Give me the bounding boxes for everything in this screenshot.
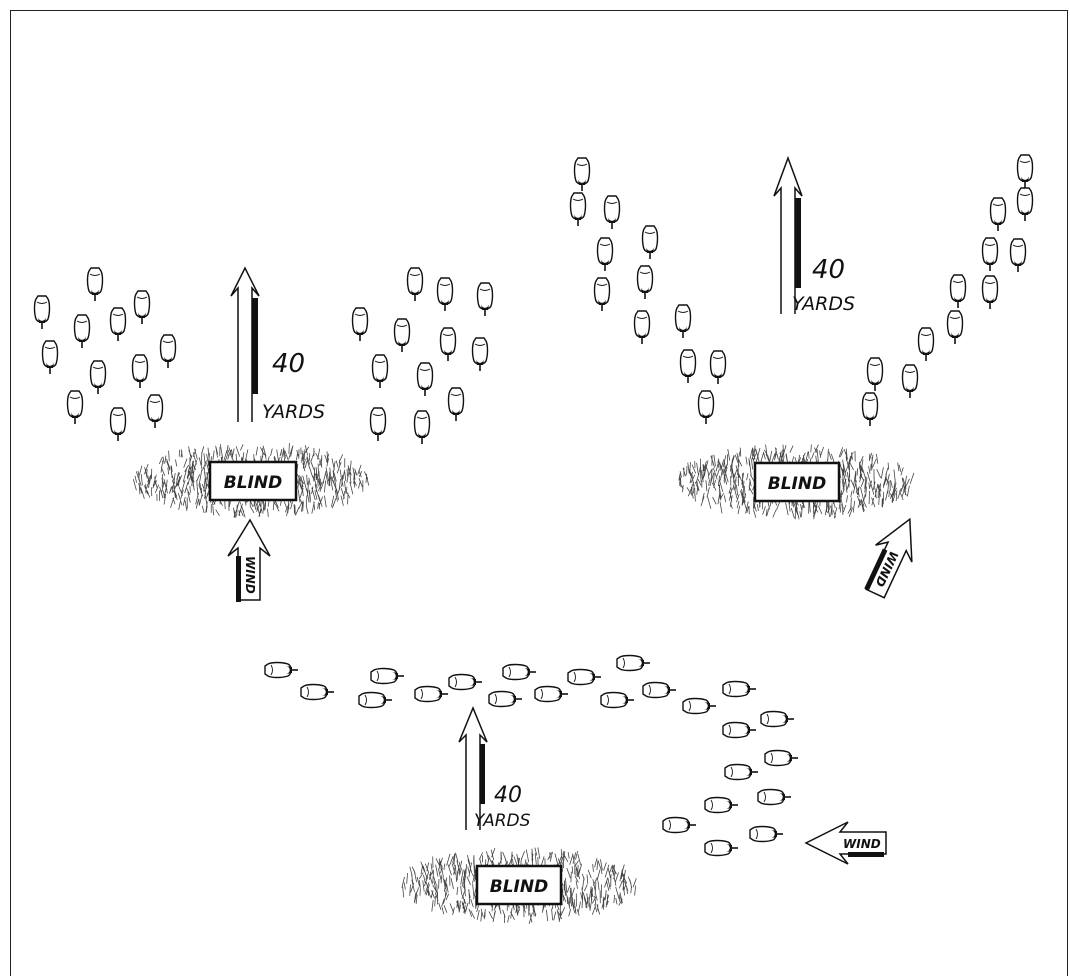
wind-label: WIND [243, 556, 257, 594]
blind-label: BLIND [224, 473, 282, 493]
spread-pattern-diagram: BLIND 40 YARDS WIND [33, 266, 494, 602]
wind-arrow: WIND [227, 518, 271, 602]
v-pattern-diagram: BLIND 40 YARDS WIND [569, 154, 1034, 599]
distance-unit: YARDS [474, 811, 531, 831]
distance-value: 40 [272, 349, 305, 379]
blind-label: BLIND [768, 474, 826, 494]
blind-label: BLIND [490, 877, 548, 897]
decoy-group-right [351, 267, 494, 445]
wind-arrow: WIND [804, 821, 887, 865]
distance-arrow [230, 266, 260, 422]
distance-arrow [458, 706, 488, 830]
decoy-group-left [33, 267, 177, 442]
decoy-group-right-arm [861, 154, 1034, 427]
decoy-group-left-arm [569, 157, 727, 425]
blind-box: BLIND [475, 864, 563, 906]
blind-box: BLIND [208, 460, 298, 502]
wind-arrow: WIND [864, 517, 913, 599]
j-hook-pattern-diagram: BLIND 40 YARDS WIND [264, 654, 887, 925]
distance-arrow [773, 155, 803, 314]
distance-unit: YARDS [792, 293, 855, 315]
distance-value: 40 [812, 255, 845, 285]
distance-value: 40 [494, 783, 522, 808]
wind-label: WIND [843, 837, 881, 851]
blind-box: BLIND [753, 461, 841, 503]
diagram-frame [10, 10, 1068, 976]
decoy-group-hook [264, 654, 799, 857]
distance-unit: YARDS [262, 401, 325, 423]
